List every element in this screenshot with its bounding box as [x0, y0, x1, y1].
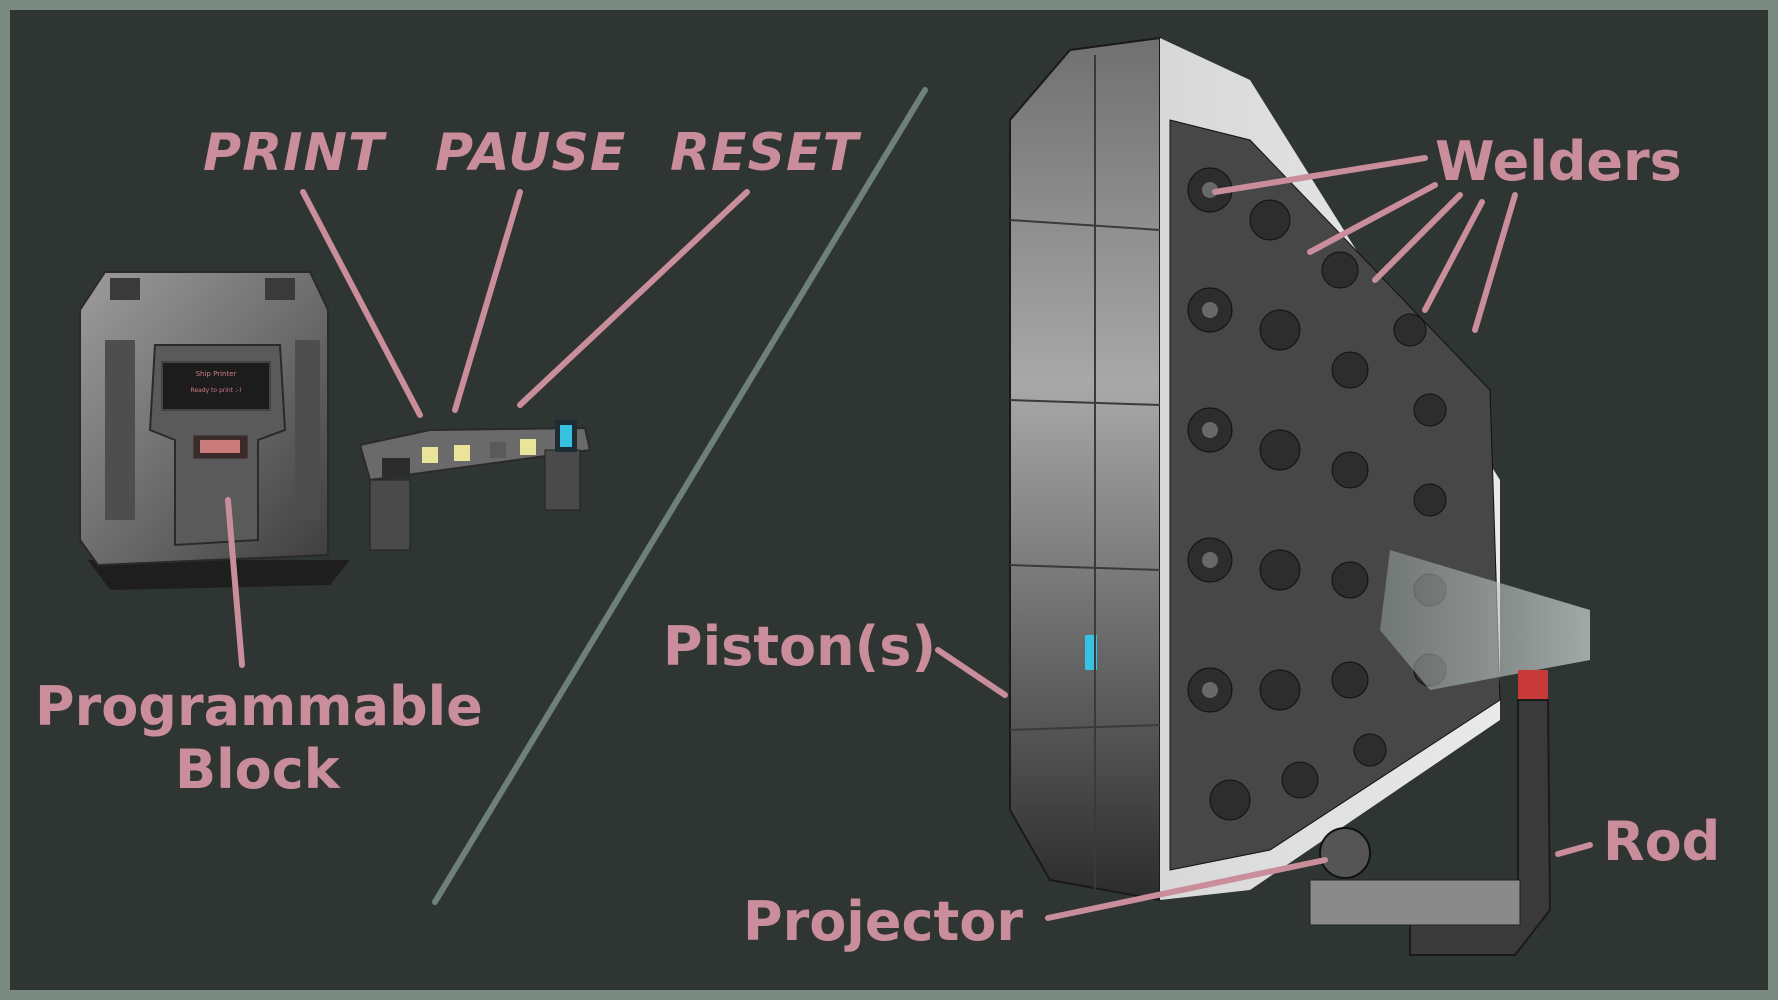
canvas: PRINT PAUSE RESET Programmable Block Pis… — [10, 10, 1768, 990]
programmable-block-model — [79, 271, 350, 590]
label-rod: Rod — [1603, 810, 1721, 873]
button-panel-model — [358, 420, 592, 551]
label-welders: Welders — [1435, 130, 1682, 193]
label-block: Block — [175, 738, 340, 801]
label-programmable: Programmable — [35, 675, 483, 738]
divider-line — [432, 87, 928, 905]
label-print: PRINT — [203, 123, 385, 183]
leader-lines — [225, 155, 1593, 921]
screen-title: Ship Printer — [195, 370, 237, 378]
label-reset: RESET — [670, 123, 860, 183]
projector-model — [1319, 827, 1371, 879]
label-pistons: Piston(s) — [663, 615, 937, 678]
label-pause: PAUSE — [435, 123, 627, 183]
label-projector: Projector — [743, 890, 1023, 953]
illustration — [79, 36, 1593, 956]
screen-status: Ready to print :-) — [190, 387, 242, 394]
ship-printer-model — [1009, 36, 1590, 956]
